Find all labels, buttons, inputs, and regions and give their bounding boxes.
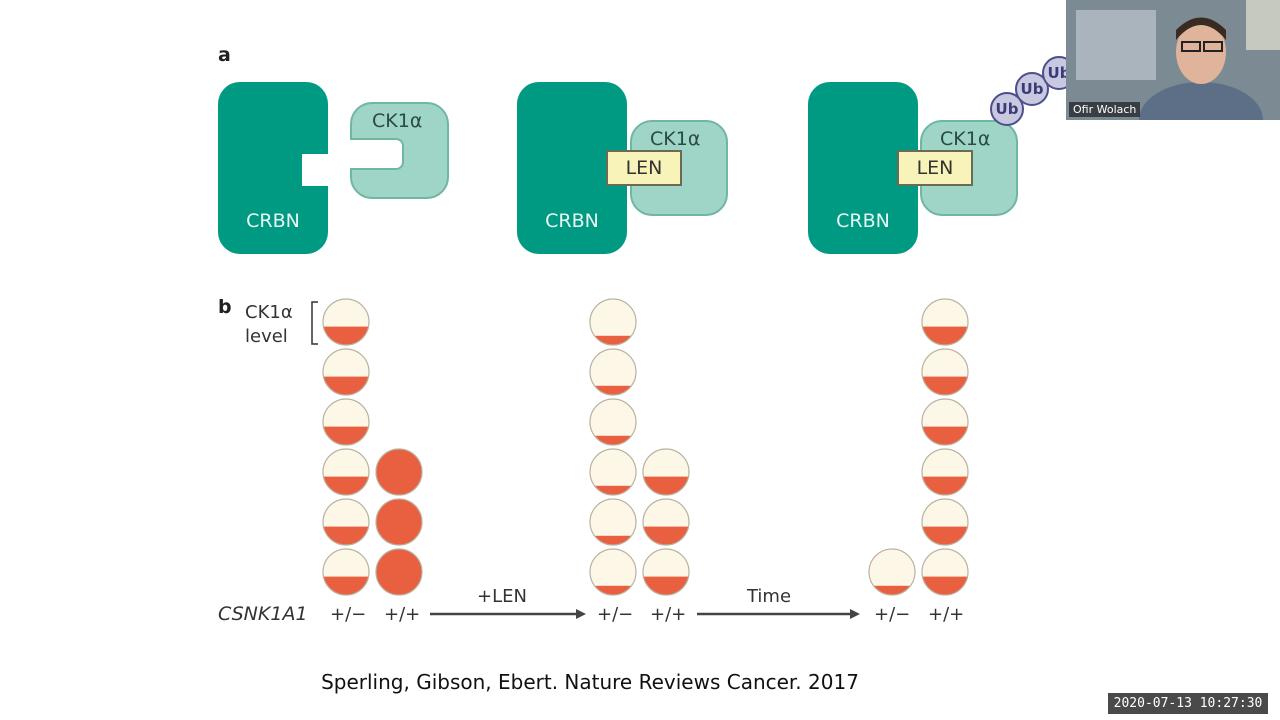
arrow-len-head (576, 609, 586, 619)
crbn-label: CRBN (545, 210, 599, 232)
panel-b-letter: b (218, 296, 232, 318)
ck1a-label: CK1α (940, 128, 991, 150)
ck1a-circle (589, 448, 637, 496)
genotype-het-1: +/− (330, 604, 366, 625)
gene-label: CSNK1A1 (218, 603, 308, 625)
arrow-len-label: +LEN (477, 586, 527, 607)
arrow-time-head (850, 609, 860, 619)
ck1a-circle (642, 448, 690, 496)
genotype-wt-3: +/+ (928, 604, 964, 625)
ubiquitin-1: Ub (990, 92, 1024, 126)
crbn-label: CRBN (246, 210, 300, 232)
ck1a-label: CK1α (650, 128, 701, 150)
ck1a-circle (589, 348, 637, 396)
len-molecule-2: LEN (606, 150, 682, 186)
participant-avatar (1066, 0, 1280, 120)
ck1a-circle (375, 498, 423, 546)
ck1a-circle (921, 548, 969, 596)
legend-subtitle: level (245, 326, 288, 347)
arrow-time-label: Time (746, 586, 791, 607)
panel-a-letter: a (218, 44, 231, 66)
ck1a-circle (322, 398, 370, 446)
ck1a-circle (589, 498, 637, 546)
ck1a-protein-1: CK1α (350, 102, 449, 199)
ck1a-circle (589, 298, 637, 346)
genotype-het-2: +/− (597, 604, 633, 625)
ck1a-level-circles (322, 298, 969, 596)
ck1a-circle (589, 398, 637, 446)
ck1a-circle (642, 548, 690, 596)
ck1a-circle (375, 448, 423, 496)
ck1a-label: CK1α (372, 110, 423, 132)
ck1a-circle (642, 498, 690, 546)
participant-video[interactable]: Ofir Wolach (1066, 0, 1280, 120)
ck1a-circle (375, 548, 423, 596)
ubiquitin-2: Ub (1015, 72, 1049, 106)
citation: Sperling, Gibson, Ebert. Nature Reviews … (321, 670, 859, 694)
ck1a-circle (589, 548, 637, 596)
len-molecule-3: LEN (897, 150, 973, 186)
ck1a-circle (921, 448, 969, 496)
ck1a-circle (921, 298, 969, 346)
crbn-label: CRBN (836, 210, 890, 232)
legend-title: CK1α (245, 302, 293, 323)
ck1a-circle (921, 398, 969, 446)
ck1a-circle (921, 498, 969, 546)
participant-name: Ofir Wolach (1069, 102, 1141, 117)
ck1a-circle (921, 348, 969, 396)
recording-timestamp: 2020-07-13 10:27:30 (1108, 693, 1268, 714)
genotype-wt-1: +/+ (384, 604, 420, 625)
ck1a-circle (322, 348, 370, 396)
ck1a-circle (322, 498, 370, 546)
ck1a-circle (322, 548, 370, 596)
ck1a-circle (322, 298, 370, 346)
ck1a-circle (322, 448, 370, 496)
genotype-wt-2: +/+ (650, 604, 686, 625)
genotype-het-3: +/− (874, 604, 910, 625)
legend-bracket (311, 301, 318, 345)
crbn-protein-1: CRBN (218, 82, 330, 254)
ck1a-circle (868, 548, 916, 596)
